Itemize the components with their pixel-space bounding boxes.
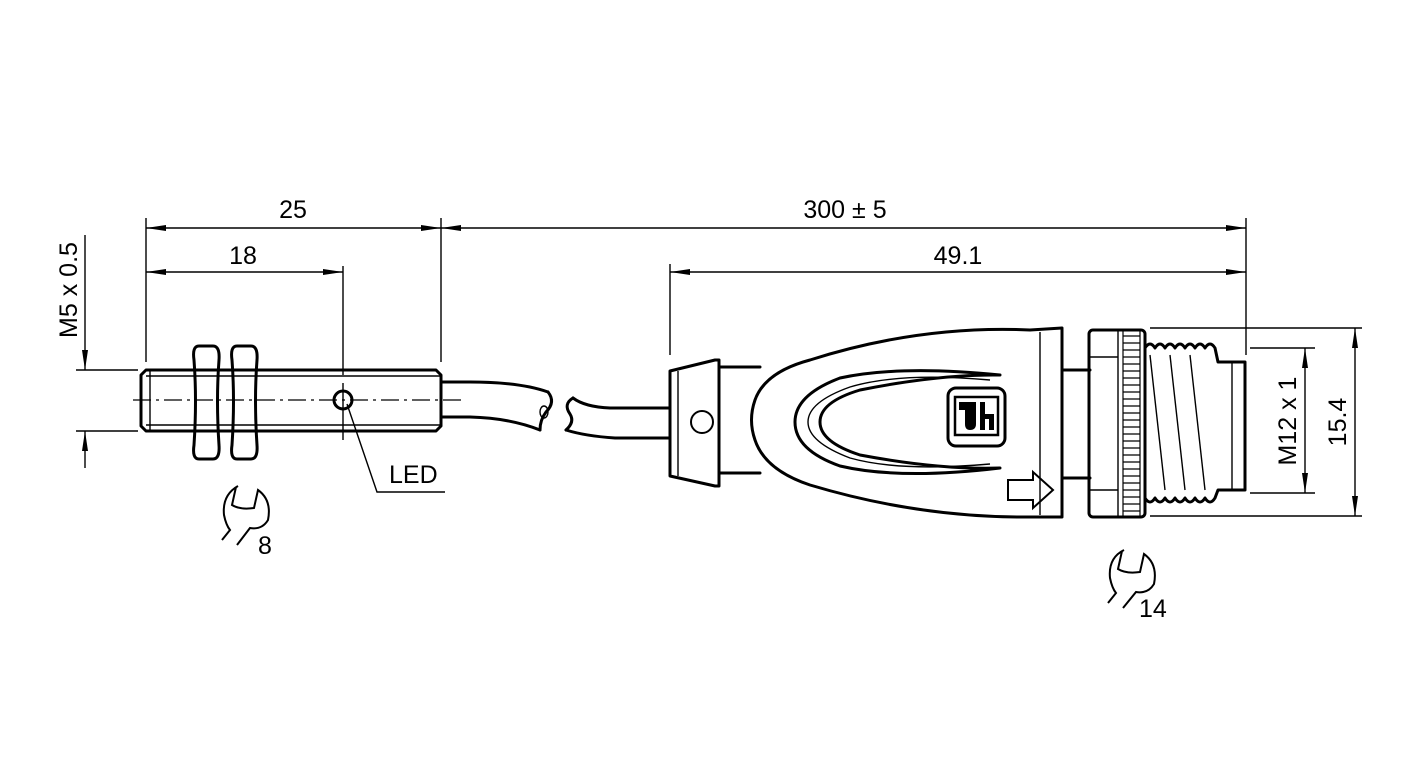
coupling-sleeve [668, 358, 721, 488]
sensor-body [133, 344, 462, 461]
wrench-icon: 8 [221, 485, 272, 560]
m12-connector [668, 326, 1247, 519]
knurl-lines [1123, 335, 1140, 512]
wrench-icon: 14 [1107, 549, 1167, 623]
logo-box [946, 386, 1007, 448]
dimension-lines [76, 218, 1362, 517]
wrench-size-14: 14 [1139, 595, 1167, 623]
dim-18: 18 [229, 242, 257, 270]
dim-300: 300 ± 5 [803, 196, 886, 224]
knurl [1122, 330, 1141, 517]
led-callout: LED [346, 403, 445, 493]
dimension-labels: 25 18 300 ± 5 49.1 M5 x 0.5 M12 x 1 15.4 [55, 196, 1352, 465]
dim-m5: M5 x 0.5 [55, 242, 83, 338]
dim-49-1: 49.1 [934, 242, 983, 270]
mounting-nut [1087, 328, 1147, 519]
direction-arrow-icon [1007, 469, 1055, 511]
boot-grip [793, 369, 1002, 476]
led-label: LED [389, 461, 438, 489]
cable [439, 380, 672, 440]
pepperl-fuchs-logo [953, 395, 1000, 437]
dim-15-4: 15.4 [1324, 398, 1352, 447]
nut-1 [192, 344, 221, 461]
dim-m12: M12 x 1 [1274, 377, 1302, 466]
dim-25: 25 [279, 196, 307, 224]
nut-2 [230, 344, 259, 461]
wrench-size-8: 8 [258, 532, 272, 560]
m12-thread [1143, 342, 1247, 504]
connector-boot [750, 326, 1064, 519]
